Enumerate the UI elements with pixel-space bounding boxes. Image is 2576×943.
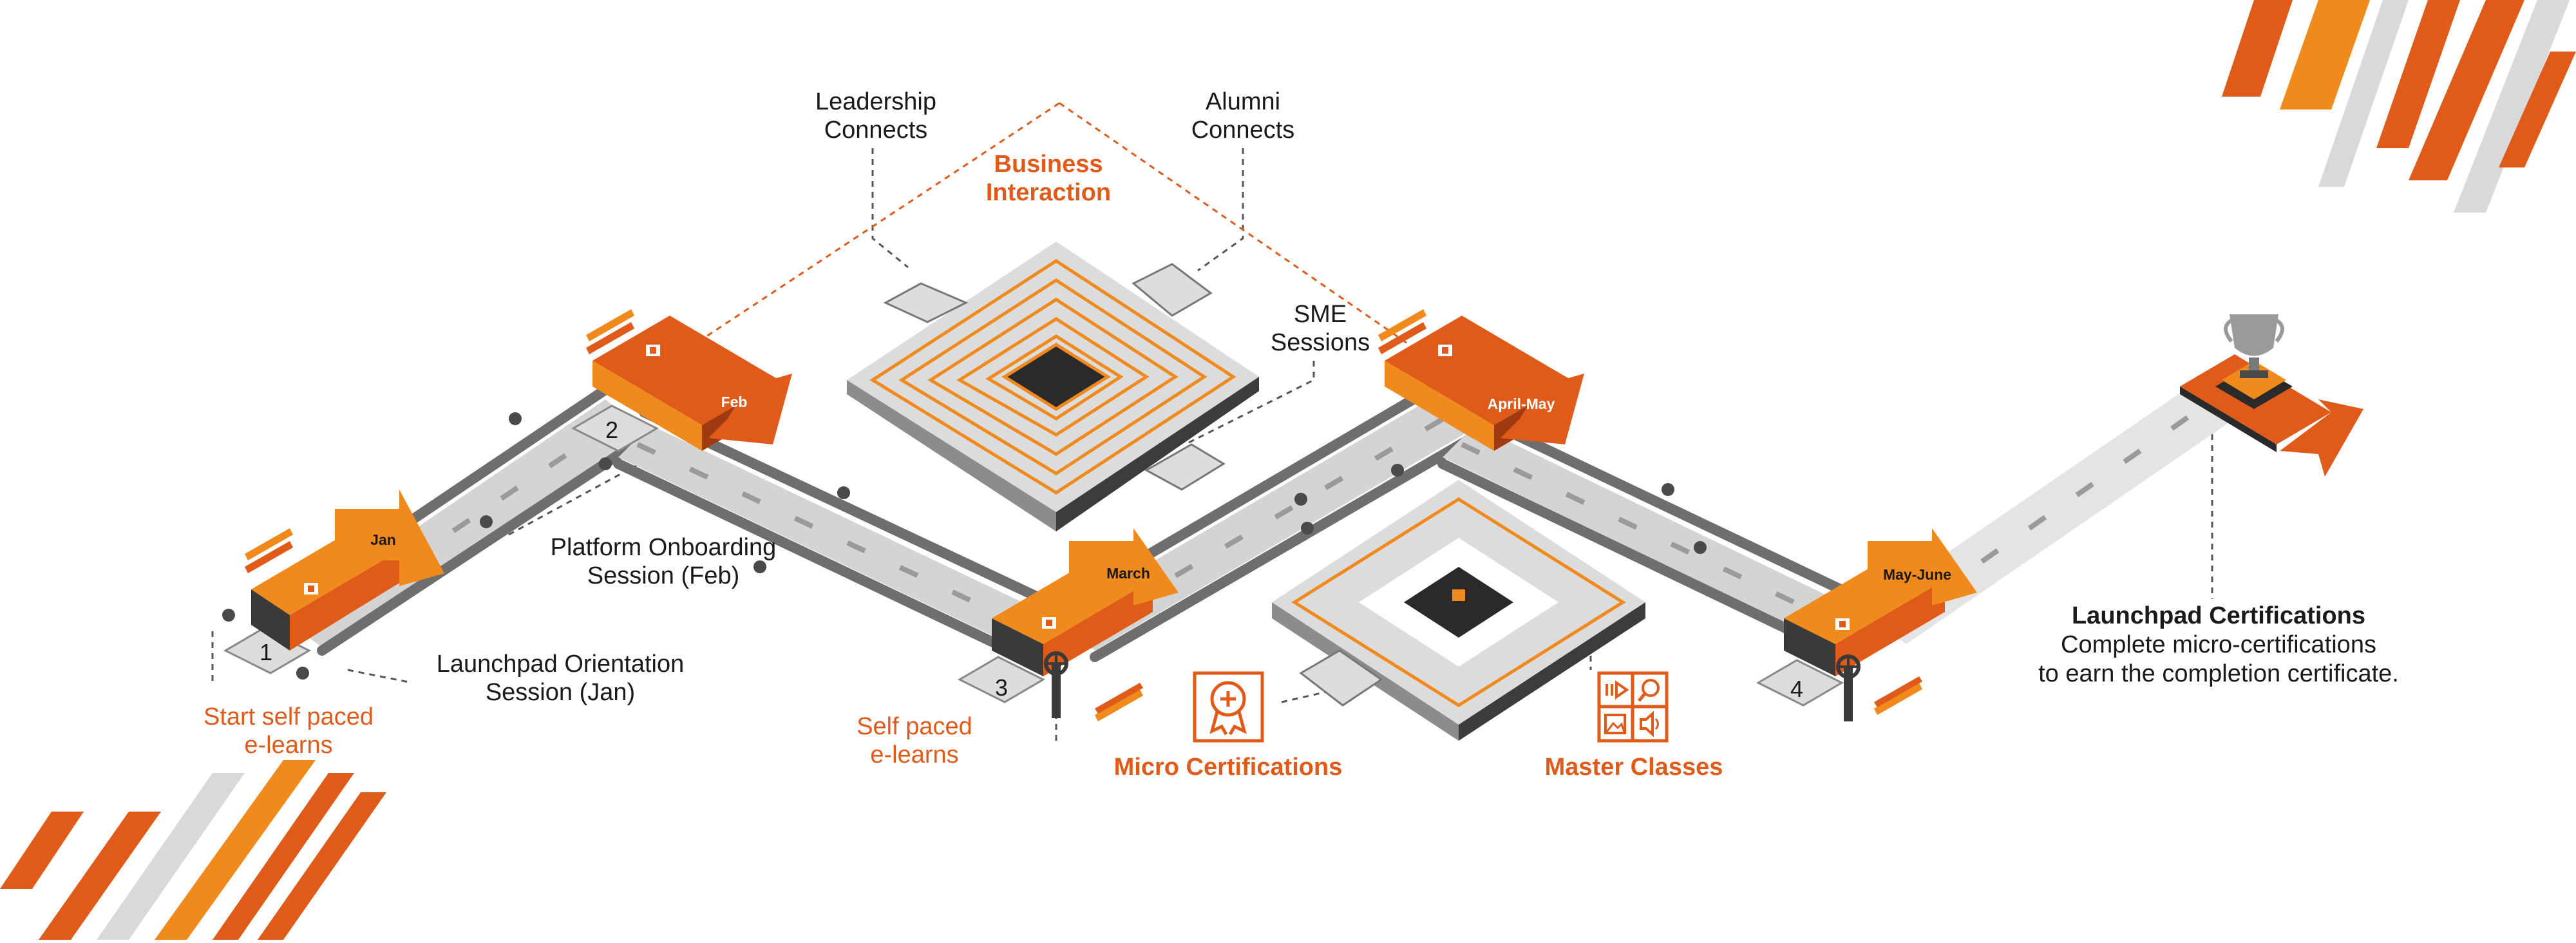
step-number-1: 1 [260,639,272,665]
month-block-may-june [1784,528,1977,676]
step-number-3: 3 [995,674,1008,701]
master-classes-heading: Master Classes [1545,754,1723,781]
month-label-feb: Feb [721,394,748,410]
sme-sessions-label-line1: SME [1294,301,1347,328]
launchpad-orientation-label-line1: Launchpad Orientation [437,651,685,678]
launchpad-certifications-desc-line1: Complete micro-certifications [2061,631,2376,658]
leadership-connects-label-line2: Connects [824,117,928,144]
search-icon [1638,679,1660,702]
play-list-icon [1605,680,1629,700]
month-label-jan: Jan [370,531,396,548]
step-number-4: 4 [1790,676,1803,702]
launchpad-certifications-desc-line2: to earn the completion certificate. [2038,660,2399,687]
leadership-connects-label-line1: Leadership [815,88,936,115]
valve-icon [1836,654,1861,721]
interaction-lines [688,102,1424,356]
launchpad-orientation-label-line2: Session (Jan) [486,679,635,706]
month-label-april-may: April-May [1488,395,1555,412]
business-interaction-heading-line2: Interaction [986,179,1111,206]
alumni-connects-label-line1: Alumni [1206,88,1280,115]
accent-bars [245,309,1922,721]
month-block-jan [251,490,444,651]
speaker-icon [1640,710,1659,738]
month-label-march: March [1106,565,1150,582]
rosette-plus-icon [1193,671,1264,743]
sme-sessions-label-line2: Sessions [1271,329,1370,356]
image-icon [1604,714,1626,734]
micro-certifications-heading: Micro Certifications [1114,754,1343,781]
self-paced-elearns-label-line1: Self paced [857,713,972,740]
business-interaction-heading-line1: Business [994,151,1103,178]
month-label-may-june: May-June [1883,566,1951,583]
platform-onboarding-label-line1: Platform Onboarding [551,534,777,561]
decor-stripes-bottom-left [0,760,386,940]
start-elearns-label-line2: e-learns [244,732,332,759]
step-pads [223,405,1844,707]
road-segments [275,385,2235,662]
platform-onboarding-label-line2: Session (Feb) [587,562,740,589]
self-paced-elearns-label-line2: e-learns [870,741,958,768]
month-block-april-may [1385,316,1584,451]
alumni-connects-label-line2: Connects [1191,117,1295,144]
valve-icon [1044,651,1068,718]
start-elearns-label-line1: Start self paced [204,703,374,730]
launchpad-certifications-title: Launchpad Certifications [2072,602,2365,629]
month-block-feb [592,316,792,451]
step-number-2: 2 [605,417,618,443]
rail-joints [222,412,1707,680]
month-block-march [992,528,1179,676]
master-classes-platform [1272,480,1645,741]
trophy-icon [2224,314,2284,378]
master-classes-icons [1597,671,1669,743]
business-interaction-platform [847,242,1259,531]
certification-podium [2180,354,2363,477]
decor-stripes-top-right [2222,0,2576,213]
